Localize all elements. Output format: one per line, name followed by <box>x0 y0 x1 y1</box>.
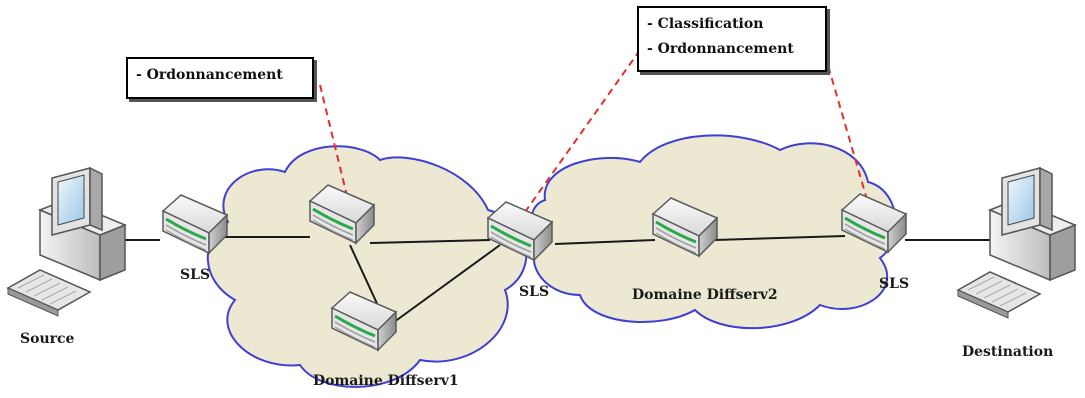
sls-label-left: SLS <box>180 267 211 283</box>
sls-label-middle: SLS <box>519 284 550 300</box>
router-icon <box>161 193 229 255</box>
computer-icon <box>988 166 1077 282</box>
cloud-domain1 <box>206 145 528 388</box>
domain1-label: Domaine Diffserv1 <box>313 373 459 389</box>
destination-label: Destination <box>962 344 1054 360</box>
callout-right-line-2: - Ordonnancement <box>647 41 794 57</box>
callout-line-right-b <box>824 54 869 204</box>
link-sls2-r4 <box>554 239 656 245</box>
callout-right-line-1: - Classification <box>647 16 764 32</box>
callout-line-left <box>319 84 349 201</box>
keyboard-icon <box>956 271 1042 319</box>
link-r1-sls2 <box>369 239 491 244</box>
link-r1-r3 <box>349 244 381 311</box>
callout-left: - Ordonnancement <box>126 57 314 99</box>
callout-line-right-a <box>524 49 641 213</box>
sls-label-right: SLS <box>879 276 910 292</box>
link-r4-sls3 <box>714 235 846 241</box>
link-r3-sls2 <box>389 244 501 326</box>
keyboard-icon <box>6 269 92 317</box>
source-label: Source <box>20 331 75 347</box>
computer-icon <box>38 166 127 282</box>
callout-right: - Classification - Ordonnancement <box>637 6 827 72</box>
callout-left-line-1: - Ordonnancement <box>136 67 283 83</box>
domain2-label: Domaine Diffserv2 <box>632 287 778 303</box>
